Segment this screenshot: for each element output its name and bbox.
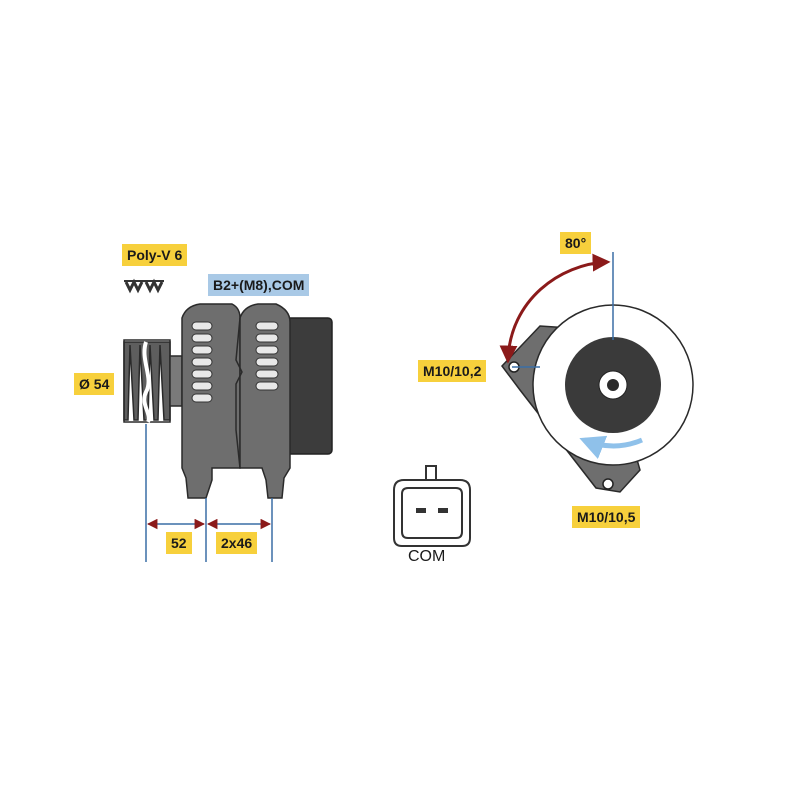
dimension-lines [145, 424, 273, 562]
terminal-label: B2+(M8),COM [208, 274, 310, 296]
rear-shell [239, 303, 291, 499]
lower-mount-label: M10/10,5 [572, 506, 641, 528]
pulley-diameter-label: Ø 54 [74, 373, 115, 395]
rotation-arrow [579, 435, 643, 460]
vent-slots-rear [255, 321, 279, 391]
connector-label: COM [408, 548, 446, 565]
pulley-offset-label: 52 [166, 532, 192, 554]
upper-mount-label: M10/10,2 [418, 360, 487, 382]
mount-spacing-label: 2x46 [216, 532, 258, 554]
poly-v-icon [124, 278, 164, 294]
alternator-side-view [123, 303, 333, 499]
lower-mount-hole [602, 478, 614, 490]
com-connector-icon [393, 465, 471, 547]
angle-label: 80° [560, 232, 592, 254]
pulley [123, 339, 183, 423]
vent-slots-front [191, 321, 213, 403]
angle-markup [499, 252, 614, 368]
alternator-front-view [501, 304, 694, 493]
poly-v-label: Poly-V 6 [122, 244, 188, 266]
